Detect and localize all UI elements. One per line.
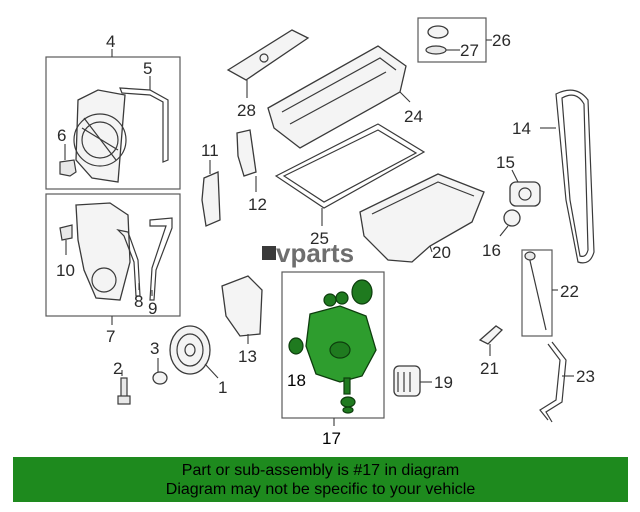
callout-5[interactable]: 5 xyxy=(143,59,152,78)
callout-9[interactable]: 9 xyxy=(148,299,157,318)
timing-cover-upper xyxy=(73,89,127,183)
oil-filter-19: 19 xyxy=(393,365,453,397)
seal-18: 18 xyxy=(287,337,306,390)
callout-group-22: 22 xyxy=(521,249,579,337)
callout-group-17: 17 xyxy=(281,271,385,448)
gasket-8-9: 8 9 xyxy=(116,217,173,318)
callout-28[interactable]: 28 xyxy=(237,101,256,120)
callout-17[interactable]: 17 xyxy=(322,429,341,448)
bracket-21: 21 xyxy=(478,325,504,378)
gasket-25: 25 xyxy=(274,123,426,248)
callout-27[interactable]: 27 xyxy=(460,41,479,60)
gasket-5: 5 xyxy=(119,59,169,163)
bolt-2: 2 xyxy=(113,359,131,405)
cam-cover-28: 28 xyxy=(226,29,310,120)
callout-21[interactable]: 21 xyxy=(480,359,499,378)
callout-26[interactable]: 26 xyxy=(492,31,511,50)
bracket-11: 11 xyxy=(201,141,221,227)
callout-25[interactable]: 25 xyxy=(310,229,329,248)
callout-13[interactable]: 13 xyxy=(238,347,257,366)
callout-15[interactable]: 15 xyxy=(496,153,515,172)
tensioner-15: 15 xyxy=(496,153,541,207)
callout-16[interactable]: 16 xyxy=(482,241,501,260)
washer-3: 3 xyxy=(150,339,168,385)
dipstick-tube-23: 23 xyxy=(539,341,595,423)
banner-line-1: Part or sub-assembly is #17 in diagram xyxy=(181,462,460,479)
callout-14[interactable]: 14 xyxy=(512,119,531,138)
callout-4[interactable]: 4 xyxy=(106,32,115,51)
callout-3[interactable]: 3 xyxy=(150,339,159,358)
parts-diagram: 4 5 6 7 10 8 9 xyxy=(45,17,595,448)
info-banner: Part or sub-assembly is #17 in diagram D… xyxy=(13,457,628,502)
callout-group-26: 26 27 xyxy=(417,17,511,63)
callout-group-7: 7 xyxy=(45,193,181,346)
crank-pulley: 1 xyxy=(169,325,227,397)
callout-23[interactable]: 23 xyxy=(576,367,595,386)
callout-6[interactable]: 6 xyxy=(57,126,66,145)
watermark-logo: vparts xyxy=(262,238,354,268)
callout-20[interactable]: 20 xyxy=(432,243,451,262)
banner-line-2: Diagram may not be specific to your vehi… xyxy=(165,481,476,498)
callout-8[interactable]: 8 xyxy=(134,292,143,311)
callout-group-4: 4 xyxy=(45,32,181,190)
callout-19[interactable]: 19 xyxy=(434,373,453,392)
timing-belt-14: 14 xyxy=(512,89,595,264)
callout-10[interactable]: 10 xyxy=(56,261,75,280)
bracket-12: 12 xyxy=(236,129,267,214)
valve-cover-24: 24 xyxy=(267,45,423,149)
part-6: 6 xyxy=(57,126,77,177)
watermark-text: vparts xyxy=(276,238,354,268)
callout-22[interactable]: 22 xyxy=(560,282,579,301)
callout-24[interactable]: 24 xyxy=(404,107,423,126)
callout-2[interactable]: 2 xyxy=(113,359,122,378)
idler-16: 16 xyxy=(482,209,521,260)
oil-pan-20: 20 xyxy=(359,173,485,263)
callout-11[interactable]: 11 xyxy=(201,141,219,160)
callout-7[interactable]: 7 xyxy=(106,327,115,346)
callout-1[interactable]: 1 xyxy=(218,378,227,397)
oil-pump-17 xyxy=(305,279,377,414)
callout-18[interactable]: 18 xyxy=(287,371,306,390)
callout-12[interactable]: 12 xyxy=(248,195,267,214)
part-10: 10 xyxy=(56,224,75,280)
bracket-13: 13 xyxy=(221,275,263,366)
timing-cover-lower xyxy=(75,202,131,301)
